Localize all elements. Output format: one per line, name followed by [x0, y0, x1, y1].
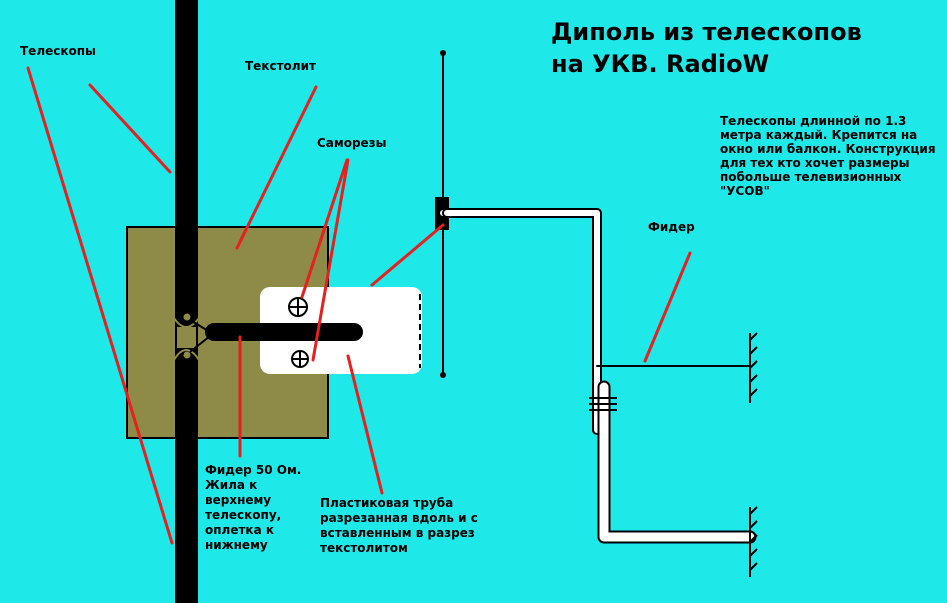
- pointer-lines: [26, 66, 692, 545]
- upper-telescope-hole: [183, 313, 191, 321]
- feeder-cable-end: [205, 323, 363, 341]
- feeder-clamp: [589, 397, 617, 411]
- plastic-tube-line: текстолитом: [320, 541, 408, 555]
- pointer-telescopes-2: [88, 83, 172, 174]
- pointer-screw-1: [300, 158, 349, 299]
- label-telescopes: Телескопы: [20, 44, 96, 58]
- description-line: Телескопы длинной по 1.3: [720, 114, 907, 128]
- feeder-50-line: Фидер 50 Ом.: [205, 463, 302, 477]
- label-screws: Саморезы: [317, 136, 387, 150]
- dipole-end-bottom: [440, 372, 446, 378]
- pointer-plastic-tube: [346, 354, 384, 495]
- dipole-end-top: [440, 50, 446, 56]
- label-feeder-50: Фидер 50 Ом. Жила к верхнему телескопу, …: [205, 463, 301, 553]
- feeder-50-line: оплетка к: [205, 523, 274, 537]
- feeder-50-line: нижнему: [205, 538, 268, 552]
- label-description: Телескопы длинной по 1.3 метра каждый. К…: [720, 114, 936, 198]
- plastic-tube-line: разрезанная вдоль и с: [320, 511, 478, 525]
- screw-bottom: [291, 350, 309, 368]
- pointer-textolite: [235, 85, 318, 250]
- title-line-2: на УКВ. RadioW: [551, 50, 770, 78]
- description-line: метра каждый. Крепится на: [720, 128, 918, 142]
- feeder-50-line: телескопу,: [205, 508, 282, 522]
- title-line-1: Диполь из телескопов: [551, 18, 862, 46]
- pointer-dipole: [370, 223, 445, 287]
- lower-telescope-end: [173, 349, 200, 410]
- description-line: окно или балкон. Конструкция: [720, 142, 936, 156]
- braid-lead: [189, 335, 211, 353]
- feeder-50-line: Жила к: [205, 478, 258, 492]
- feeder-route: [442, 208, 757, 544]
- pointer-telescopes-1: [26, 66, 174, 545]
- label-plastic-tube: Пластиковая труба разрезанная вдоль и с …: [320, 496, 478, 556]
- plastic-tube-line: Пластиковая труба: [320, 496, 454, 510]
- label-feeder: Фидер: [648, 220, 695, 234]
- diagram-title: Диполь из телескопов на УКВ. RadioW: [551, 16, 862, 80]
- mast-gap: [177, 327, 196, 348]
- pointer-feeder: [643, 251, 692, 363]
- wall-hatch-upper: [749, 332, 758, 403]
- screw-top: [288, 297, 308, 317]
- feeder-50-line: верхнему: [205, 493, 272, 507]
- wall-hatch-lower: [749, 506, 758, 577]
- description-line: "УСОВ": [720, 184, 770, 198]
- label-textolite: Текстолит: [245, 59, 316, 73]
- pointer-screw-2: [311, 158, 350, 362]
- description-line: для тех кто хочет размеры: [720, 156, 910, 170]
- description-line: побольше телевизионных: [720, 170, 902, 184]
- plastic-tube-line: вставленным в разрез: [320, 526, 475, 540]
- lower-telescope-hole: [183, 351, 191, 359]
